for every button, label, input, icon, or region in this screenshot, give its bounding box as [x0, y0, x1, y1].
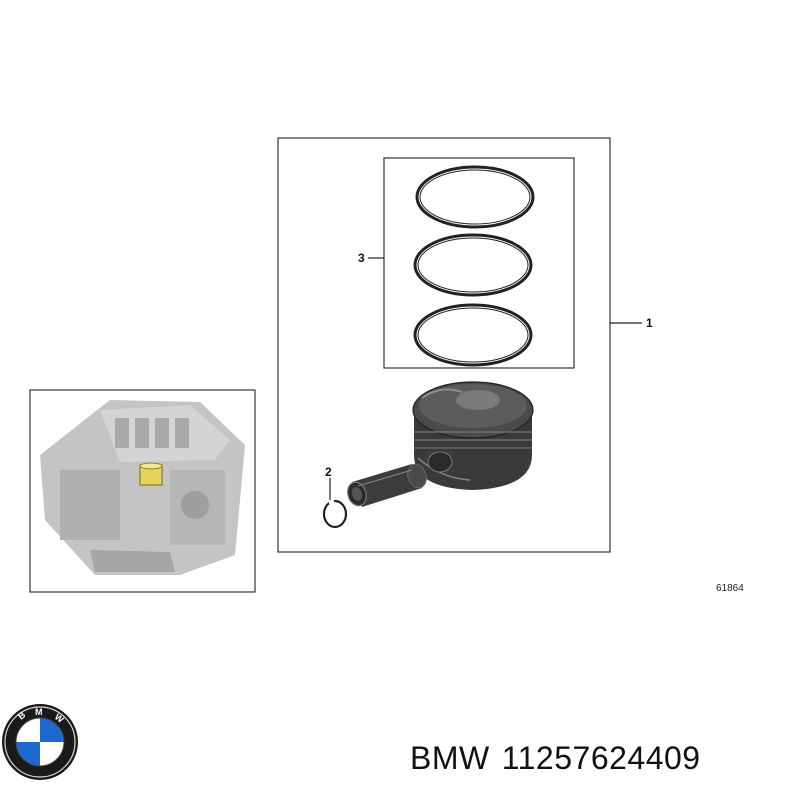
piston-rings-frame	[383, 157, 575, 369]
callout-3: 3	[358, 251, 384, 265]
piston-ring-middle	[413, 233, 533, 297]
callout-label-piston-assembly: 1	[646, 316, 653, 330]
svg-text:M: M	[35, 707, 43, 717]
svg-text:B: B	[16, 709, 28, 721]
circlip-illustration	[322, 499, 348, 529]
diagram-reference-number: 61864	[716, 583, 744, 594]
engine-inset	[29, 389, 256, 593]
piston-ring-top	[415, 165, 535, 229]
callout-label-circlip: 2	[325, 465, 332, 479]
brand-name: BMW	[410, 740, 490, 776]
callout-1: 1	[610, 316, 653, 330]
piston-ring-oil	[413, 303, 533, 367]
part-number: 11257624409	[501, 740, 701, 776]
piston-assembly-frame	[277, 137, 611, 553]
engine-block-illustration	[40, 400, 245, 575]
piston-illustration	[412, 381, 534, 490]
bmw-roundel-icon: B M W	[2, 704, 78, 780]
callout-label-piston-rings: 3	[358, 251, 365, 265]
callout-2: 2	[325, 465, 332, 500]
piston-pin-illustration	[347, 463, 427, 507]
piston-rings-group	[383, 157, 575, 369]
part-caption: BMW 11257624409	[410, 740, 795, 777]
